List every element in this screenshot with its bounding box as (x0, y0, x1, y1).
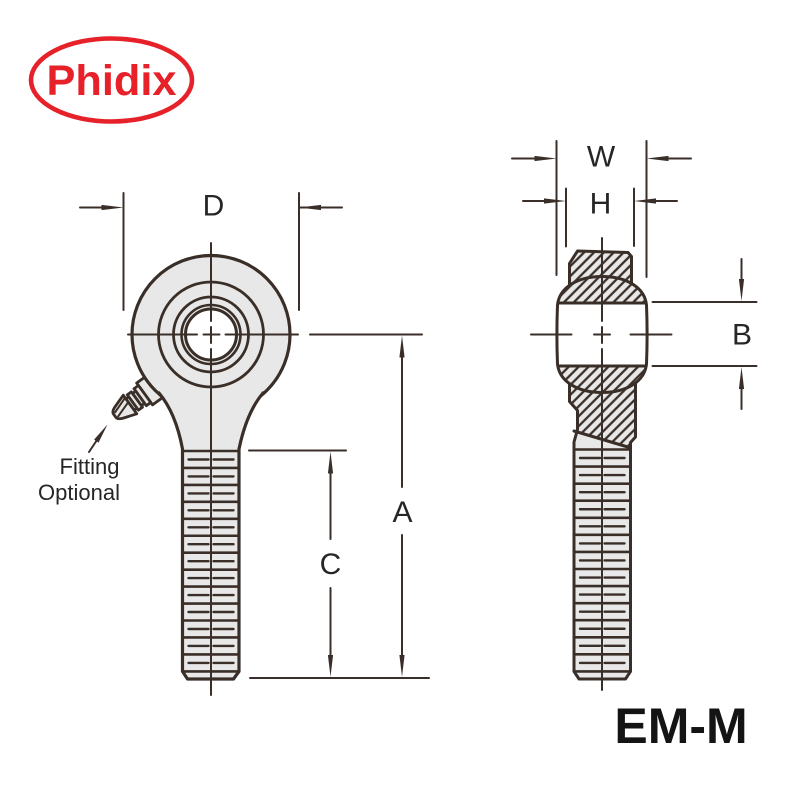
thread-crest-dashes (578, 456, 626, 665)
part-outline (568, 371, 579, 452)
dim-B: B (651, 258, 758, 410)
arrowhead-right-icon (101, 204, 124, 211)
arrowhead-up-icon (399, 335, 405, 358)
arrowhead-right-icon (534, 155, 557, 162)
front-view (111, 242, 299, 696)
dim-D: D (79, 190, 343, 311)
dim-C-label: C (320, 548, 342, 581)
arrowhead-left-icon (646, 155, 669, 162)
dimension-lines (651, 258, 758, 410)
thread-crest-dashes (187, 458, 235, 665)
fitting-stripe (114, 397, 126, 414)
side-shank (572, 448, 632, 681)
arrowhead-up-icon (738, 367, 745, 389)
dimension-lines (249, 333, 430, 679)
arrowhead-down-icon (399, 655, 405, 677)
logo-ellipse-icon (28, 36, 195, 124)
fitting-stripe (117, 401, 129, 418)
fitting-note: Fitting Optional (38, 424, 120, 505)
dim-W: W (511, 140, 692, 278)
arrowhead-left-icon (299, 204, 321, 211)
dimension-lines (522, 187, 678, 248)
logo-text: Phidix (47, 57, 177, 105)
fitting-note-line1: Fitting (60, 454, 120, 479)
arrowhead-down-icon (738, 279, 745, 301)
part-code: EM-M (614, 698, 747, 754)
dim-W-label: W (587, 141, 616, 174)
arrowhead-left-icon (634, 198, 656, 204)
dimension-lines (511, 140, 692, 278)
side-threads (572, 448, 632, 673)
arrowhead-right-icon (544, 198, 566, 204)
dim-H: H (522, 187, 678, 248)
side-view (530, 237, 673, 691)
dim-D-label: D (203, 190, 225, 223)
dimensions: D A C (38, 140, 758, 679)
dimension-lines (248, 449, 347, 658)
dim-C: C (248, 449, 347, 677)
arrowhead-up-icon (327, 451, 334, 474)
side-centerlines (530, 237, 673, 691)
dim-A: A (249, 333, 430, 679)
dim-B-label: B (732, 319, 752, 352)
logo: Phidix (28, 36, 195, 124)
fitting-note-line2: Optional (38, 480, 120, 505)
leader-arrowhead-icon (94, 424, 108, 443)
arrowhead-down-icon (327, 655, 334, 677)
dim-H-label: H (590, 188, 612, 221)
dim-A-label: A (392, 496, 412, 529)
front-centerlines (127, 242, 299, 696)
